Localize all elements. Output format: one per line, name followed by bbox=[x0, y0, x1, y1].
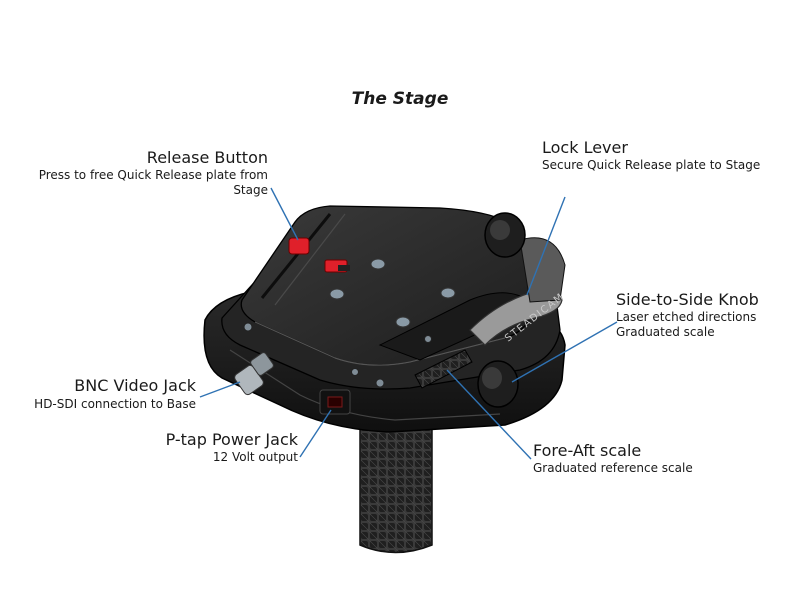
leader-lines bbox=[199, 187, 618, 460]
ptap-jack-title: P-tap Power Jack bbox=[165, 430, 298, 449]
bnc-connector bbox=[234, 352, 274, 396]
quick-release-plate bbox=[240, 205, 536, 366]
side-knob-desc-2: Graduated scale bbox=[616, 325, 715, 339]
release-button-red bbox=[288, 237, 350, 273]
leader-side-knob bbox=[511, 321, 618, 383]
bnc-jack-desc-1: HD-SDI connection to Base bbox=[34, 397, 196, 411]
leader-bnc-jack bbox=[199, 381, 241, 398]
fore-aft-title: Fore-Aft scale bbox=[533, 441, 642, 460]
bnc-jack-title: BNC Video Jack bbox=[74, 376, 196, 395]
side-to-side-knob bbox=[477, 360, 519, 408]
diagram-title: The Stage bbox=[351, 89, 449, 109]
release-button-desc-2: Stage bbox=[233, 183, 268, 197]
fore-aft-desc-1: Graduated reference scale bbox=[533, 461, 693, 475]
leader-release-button bbox=[270, 187, 299, 241]
release-button-title: Release Button bbox=[146, 148, 268, 167]
side-knob-desc-1: Laser etched directions bbox=[616, 310, 757, 324]
lock-lever-desc-1: Secure Quick Release plate to Stage bbox=[542, 158, 761, 172]
leader-ptap-jack bbox=[299, 409, 332, 458]
ptap-jack bbox=[319, 389, 351, 415]
plate-screws bbox=[243, 258, 456, 388]
post-column bbox=[359, 419, 433, 554]
lock-lever-title: Lock Lever bbox=[542, 138, 628, 157]
leader-lock-lever bbox=[526, 196, 566, 296]
fore-aft-scale-knurl bbox=[414, 349, 473, 389]
release-button-desc-1: Press to free Quick Release plate from bbox=[38, 168, 268, 182]
leader-fore-aft bbox=[446, 369, 532, 460]
side-knob-title: Side-to-Side Knob bbox=[616, 290, 759, 309]
ptap-jack-desc-1: 12 Volt output bbox=[212, 450, 298, 464]
back-knob bbox=[484, 212, 526, 258]
